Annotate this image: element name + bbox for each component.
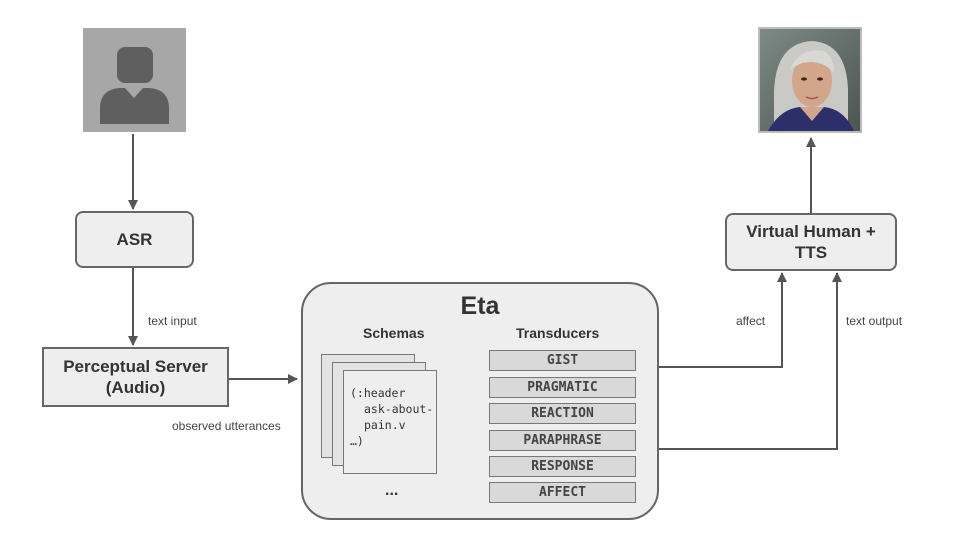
edge-label-text-output: text output: [846, 314, 903, 328]
transducer-paraphrase: PARAPHRASE: [489, 430, 636, 451]
asr-node: ASR: [75, 211, 194, 268]
schema-code-line-1: (:header: [350, 386, 406, 400]
schema-document-front: (:header ask-about- pain.v …): [343, 370, 437, 474]
edge-eta-text-output: [659, 272, 842, 450]
schemas-more: ...: [385, 482, 399, 499]
schema-code-line-3: pain.v: [364, 418, 406, 432]
perceptual-server-node: Perceptual Server (Audio): [42, 347, 229, 407]
edge-label-observed-utterances: observed utterances: [172, 419, 281, 433]
transducer-reaction: REACTION: [489, 403, 636, 424]
user-silhouette-icon: [83, 28, 186, 132]
virtual-human-portrait: [758, 27, 862, 133]
schema-code-line-2: ask-about-: [364, 402, 434, 416]
transducer-gist: GIST: [489, 350, 636, 371]
virtual-human-tts-node: Virtual Human + TTS: [725, 213, 897, 271]
eta-container: Eta Schemas Transducers (:header ask-abo…: [301, 282, 659, 520]
transducer-pragmatic: PRAGMATIC: [489, 377, 636, 398]
asr-label: ASR: [116, 229, 153, 249]
eta-title: Eta: [460, 292, 500, 320]
edge-eta-affect: [659, 272, 787, 368]
virtual-human-label-line2: TTS: [794, 243, 828, 262]
transducer-response: RESPONSE: [489, 456, 636, 477]
perceptual-server-label-line1: Perceptual Server: [63, 357, 208, 376]
edge-label-text-input: text input: [148, 314, 197, 328]
virtual-human-label-line1: Virtual Human +: [746, 222, 876, 241]
schemas-title: Schemas: [363, 325, 425, 341]
schema-code-line-4: …): [350, 434, 364, 448]
transducer-affect: AFFECT: [489, 482, 636, 503]
edge-label-affect: affect: [736, 314, 766, 328]
perceptual-server-label-line2: (Audio): [105, 378, 166, 397]
transducers-title: Transducers: [516, 325, 600, 341]
